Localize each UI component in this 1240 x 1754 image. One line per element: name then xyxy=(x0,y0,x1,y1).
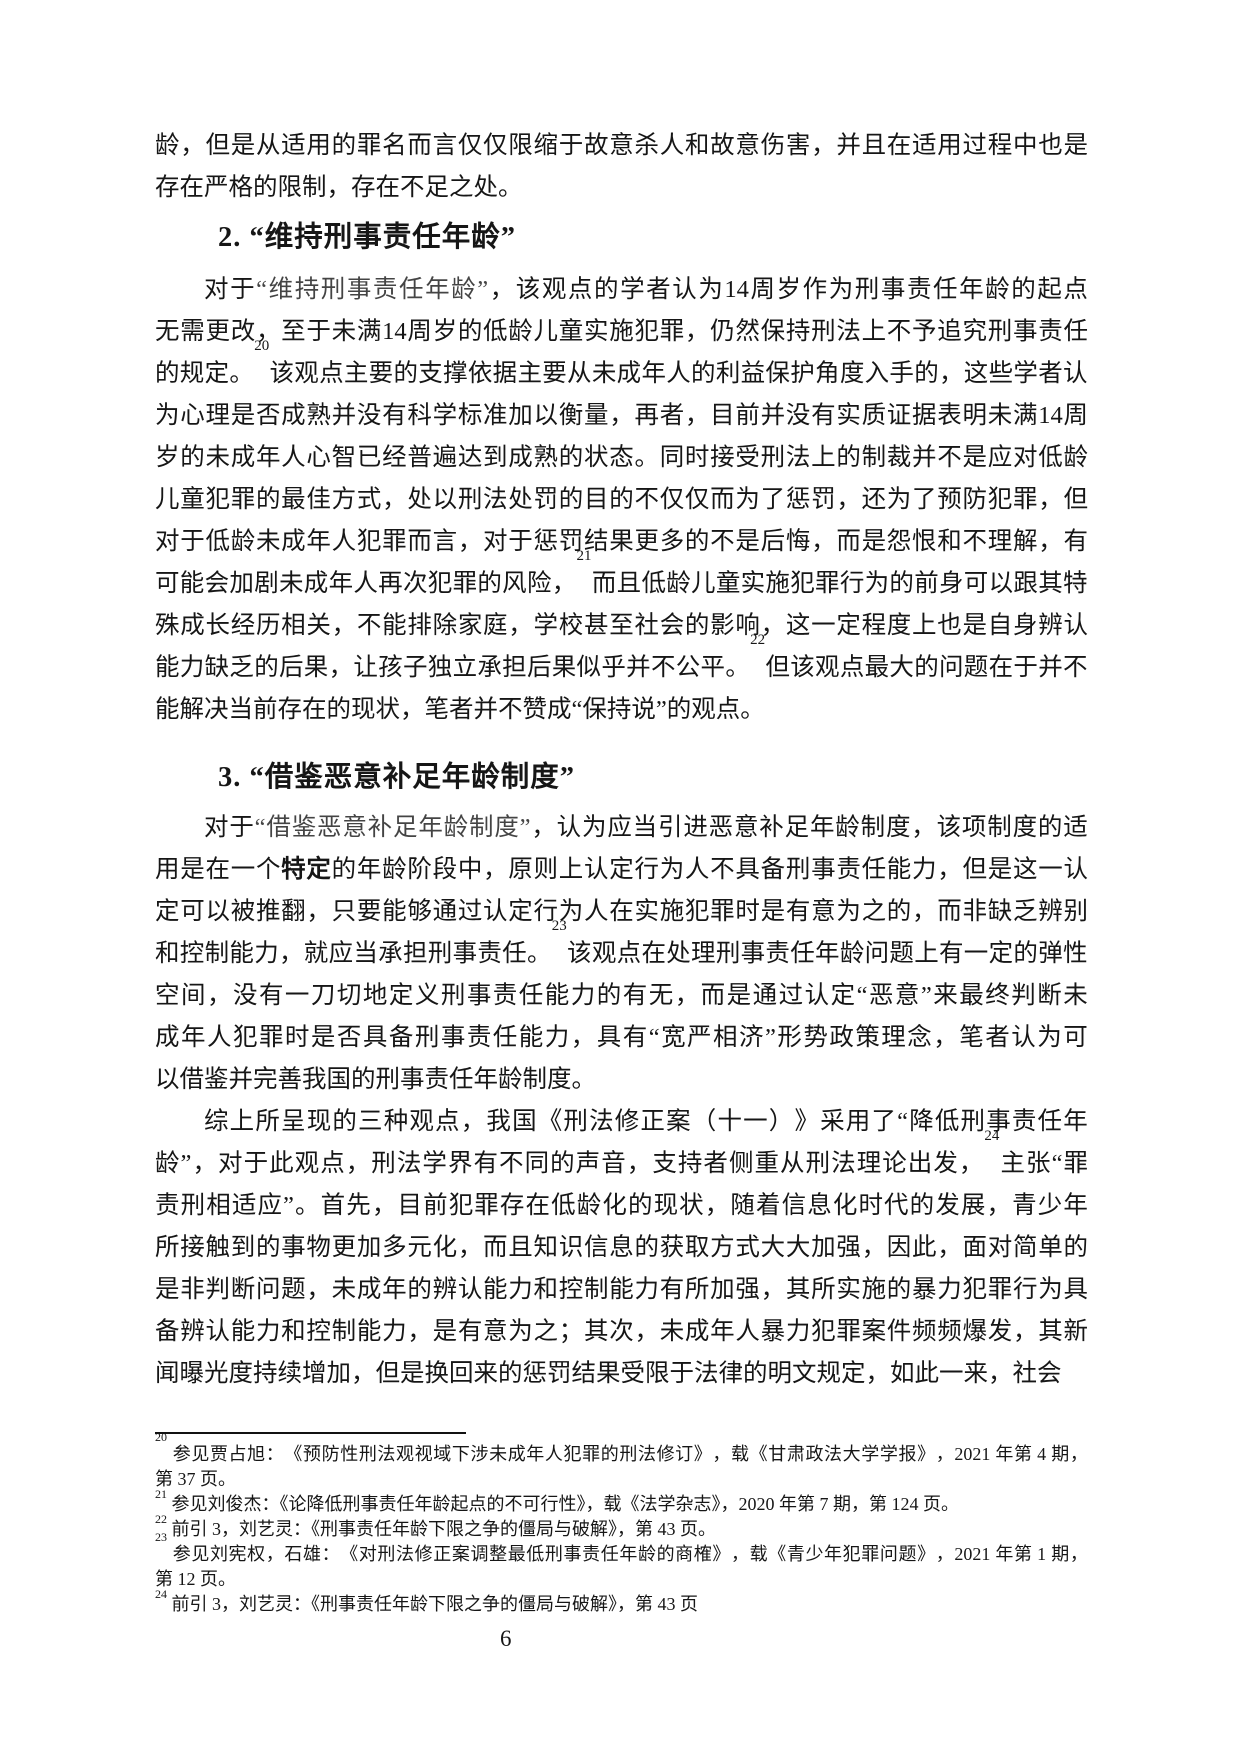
footnote-23: 23 参见刘宪权，石雄：《对刑法修正案调整最低刑事责任年龄的商榷》，载《青少年犯… xyxy=(155,1530,1088,1592)
text-line: 定可以被推翻，只要能够通过认定行为人在实施犯罪时是有意为之的，而非缺乏辨别 xyxy=(155,898,1088,925)
paragraph-malice-supplement: 对于“借鉴恶意补足年龄制度”，认为应当引进恶意补足年龄制度，该项制度的适用是在一… xyxy=(155,807,1088,1101)
section-heading-keep-age: 2. “维持刑事责任年龄” xyxy=(218,222,517,253)
footnote-24: 24 前引 3，刘艺灵：《刑事责任年龄下限之争的僵局与破解》，第 43 页 xyxy=(155,1587,1088,1617)
text-line: 儿童犯罪的最佳方式，处以刑法处罚的目的不仅仅而为了惩罚，还为了预防犯罪，但 xyxy=(155,486,1088,513)
text-line: 20 参见贾占旭：《预防性刑法观视域下涉未成年人犯罪的刑法修订》，载《甘肃政法大… xyxy=(155,1430,1088,1464)
text-line: 能解决当前存在的现状，笔者并不赞成“保持说”的观点。 xyxy=(155,696,765,723)
footnote-separator xyxy=(155,1432,466,1434)
footnote-ref: 21 xyxy=(155,1487,167,1502)
footnote-ref: 24 xyxy=(984,1128,1000,1145)
footnote-ref: 22 xyxy=(155,1512,167,1527)
text-line: 殊成长经历相关，不能排除家庭，学校甚至社会的影响，这一定程度上也是自身辨认 xyxy=(155,612,1088,639)
intro-paragraph: 龄，但是从适用的罪名而言仅仅限缩于故意杀人和故意伤害，并且在适用过程中也是存在严… xyxy=(155,125,1088,209)
text-line: 对于“借鉴恶意补足年龄制度”，认为应当引进恶意补足年龄制度，该项制度的适 xyxy=(204,814,1088,841)
paragraph-summary: 综上所呈现的三种观点，我国《刑法修正案（十一）》采用了“降低刑事责任年龄”，对于… xyxy=(155,1101,1088,1395)
text-line: 21 参见刘俊杰：《论降低刑事责任年龄起点的不可行性》，载《法学杂志》，2020… xyxy=(155,1487,959,1514)
footnote-20: 20 参见贾占旭：《预防性刑法观视域下涉未成年人犯罪的刑法修订》，载《甘肃政法大… xyxy=(155,1430,1088,1492)
text-line: 龄，但是从适用的罪名而言仅仅限缩于故意杀人和故意伤害，并且在适用过程中也是 xyxy=(155,132,1088,159)
text-line: 对于低龄未成年人犯罪而言，对于惩罚结果更多的不是后悔，而是怨恨和不理解，有 xyxy=(155,528,1088,555)
footnote-22: 22 前引 3，刘艺灵：《刑事责任年龄下限之争的僵局与破解》，第 43 页。 xyxy=(155,1512,1088,1542)
footnote-ref: 23 xyxy=(155,1530,167,1545)
text-line: 第 37 页。 xyxy=(155,1469,236,1489)
text-line: 用是在一个特定的年龄阶段中，原则上认定行为人不具备刑事责任能力，但是这一认 xyxy=(155,856,1088,883)
text-line: 责刑相适应”。首先，目前犯罪存在低龄化的现状，随着信息化时代的发展，青少年 xyxy=(155,1192,1088,1219)
text-line: 24 前引 3，刘艺灵：《刑事责任年龄下限之争的僵局与破解》，第 43 页 xyxy=(155,1587,698,1614)
text-line: 闻曝光度持续增加，但是换回来的惩罚结果受限于法律的明文规定，如此一来，社会 xyxy=(155,1360,1062,1387)
text-line: 所接触到的事物更加多元化，而且知识信息的获取方式大大加强，因此，面对简单的 xyxy=(155,1234,1088,1261)
text-line: 空间，没有一刀切地定义刑事责任能力的有无，而是通过认定“恶意”来最终判断未 xyxy=(155,982,1088,1009)
text-line: 第 12 页。 xyxy=(155,1569,236,1589)
text-line: 岁的未成年人心智已经普遍达到成熟的状态。同时接受刑法上的制裁并不是应对低龄 xyxy=(155,444,1088,471)
footnote-ref: 21 xyxy=(576,548,592,565)
text-line: 综上所呈现的三种观点，我国《刑法修正案（十一）》采用了“降低刑事责任年 xyxy=(204,1108,1088,1135)
page-number: 6 xyxy=(500,1626,512,1651)
text-line: 存在严格的限制，存在不足之处。 xyxy=(155,174,523,201)
footnote-ref: 24 xyxy=(155,1587,167,1602)
footnote-21: 21 参见刘俊杰：《论降低刑事责任年龄起点的不可行性》，载《法学杂志》，2020… xyxy=(155,1487,1088,1517)
footnote-ref: 20 xyxy=(254,338,270,355)
text-line: 成年人犯罪时是否具备刑事责任能力，具有“宽严相济”形势政策理念，笔者认为可 xyxy=(155,1024,1088,1051)
footnote-ref: 20 xyxy=(155,1430,167,1445)
text-line: 是非判断问题，未成年的辨认能力和控制能力有所加强，其所实施的暴力犯罪行为具 xyxy=(155,1276,1088,1303)
footnote-ref: 23 xyxy=(551,918,567,935)
text-line: 以借鉴并完善我国的刑事责任年龄制度。 xyxy=(155,1066,596,1093)
text-line: 备辨认能力和控制能力，是有意为之；其次，未成年人暴力犯罪案件频频爆发，其新 xyxy=(155,1318,1088,1345)
text-line: 22 前引 3，刘艺灵：《刑事责任年龄下限之争的僵局与破解》，第 43 页。 xyxy=(155,1512,716,1539)
footnote-area: 20 参见贾占旭：《预防性刑法观视域下涉未成年人犯罪的刑法修订》，载《甘肃政法大… xyxy=(155,1430,1088,1617)
text-line: 23 参见刘宪权，石雄：《对刑法修正案调整最低刑事责任年龄的商榷》，载《青少年犯… xyxy=(155,1530,1088,1564)
section-heading-malice-supplement: 3. “借鉴恶意补足年龄制度” xyxy=(218,762,576,793)
footnote-ref: 22 xyxy=(750,632,766,649)
